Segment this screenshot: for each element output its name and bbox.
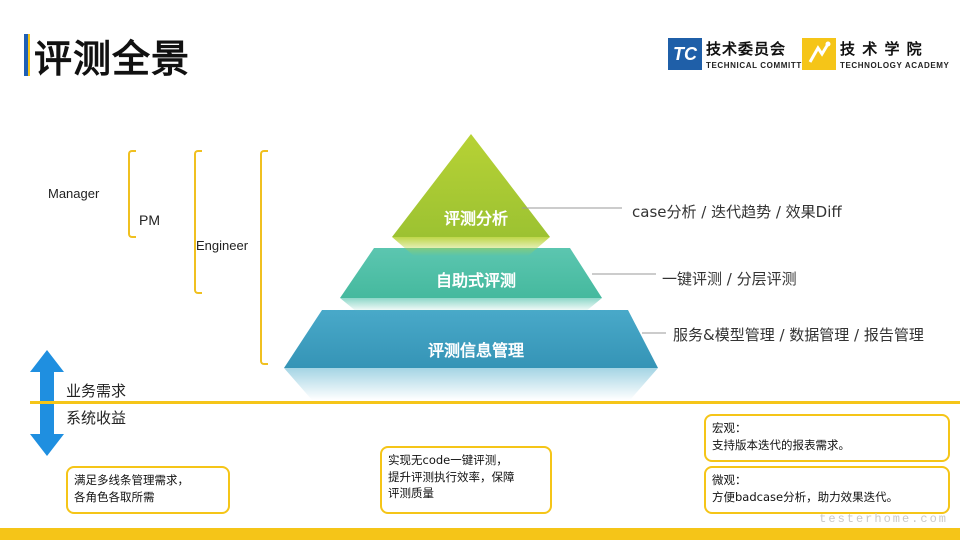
academy-logo-text: 技 术 学 院 TECHNOLOGY ACADEMY — [840, 38, 949, 70]
pyramid-tier-middle — [340, 248, 602, 298]
tc-logo-en: TECHNICAL COMMITTEE — [706, 61, 814, 70]
note-left-line-1: 满足多线条管理需求， — [74, 473, 189, 487]
title-accent-bar — [24, 34, 28, 76]
note-right-top: 宏观： 支持版本迭代的报表需求。 — [704, 414, 950, 462]
role-pm: PM — [139, 212, 160, 228]
manager-bracket — [128, 150, 136, 238]
tc-logo-text: 技术委员会 TECHNICAL COMMITTEE — [706, 38, 814, 70]
role-manager: Manager — [48, 186, 100, 201]
note-right-bottom: 微观： 方便badcase分析，助力效果迭代。 — [704, 466, 950, 514]
pyramid-tier-bottom-reflection — [284, 368, 658, 400]
note-right-bottom-line-2: 方便badcase分析，助力效果迭代。 — [712, 489, 899, 504]
academy-logo-icon — [802, 38, 836, 70]
note-right-top-line-2: 支持版本迭代的报表需求。 — [712, 437, 850, 452]
academy-logo-en: TECHNOLOGY ACADEMY — [840, 61, 950, 70]
pyramid-tier-top — [392, 134, 550, 237]
note-center-line-1: 实现无code一键评测， — [388, 453, 508, 467]
tier-label-top: 评测分析 — [443, 209, 508, 228]
note-left-line-2: 各角色各取所需 — [74, 489, 155, 504]
page-title: 评测全景 — [34, 37, 191, 81]
note-right-bottom-line-1: 微观： — [712, 473, 747, 487]
role-engineer: Engineer — [196, 238, 249, 253]
pm-bracket — [194, 150, 202, 294]
side-label-middle: 一键评测 / 分层评测 — [662, 270, 797, 288]
side-label-top: case分析 / 迭代趋势 / 效果Diff — [632, 203, 842, 221]
note-left: 满足多线条管理需求， 各角色各取所需 — [66, 466, 230, 514]
arrow-label-down: 系统收益 — [66, 409, 127, 427]
note-right-top-line-1: 宏观： — [712, 421, 747, 435]
academy-logo-cn: 技 术 学 院 — [840, 40, 923, 58]
note-center-line-3: 评测质量 — [388, 486, 434, 501]
engineer-bracket — [260, 150, 268, 365]
side-label-bottom: 服务&模型管理 / 数据管理 / 报告管理 — [673, 326, 924, 344]
tier-label-middle: 自助式评测 — [435, 271, 516, 290]
note-center-line-2: 提升评测执行效率，保障 — [388, 469, 515, 484]
title-accent-bar-yellow — [28, 34, 30, 76]
divider-line — [30, 401, 960, 404]
bottom-accent-bar — [0, 528, 960, 540]
watermark: testerhome.com — [819, 512, 948, 526]
pyramid-tier-bottom — [284, 310, 658, 368]
pyramid-tier-top-reflection — [392, 237, 550, 256]
tc-logo-icon: TC — [668, 38, 702, 70]
pyramid-tier-middle-reflection — [340, 298, 602, 312]
tier-label-bottom: 评测信息管理 — [427, 341, 524, 360]
arrow-label-up: 业务需求 — [66, 382, 127, 400]
tc-logo-cn: 技术委员会 — [706, 40, 787, 58]
note-center: 实现无code一键评测， 提升评测执行效率，保障 评测质量 — [380, 446, 552, 514]
